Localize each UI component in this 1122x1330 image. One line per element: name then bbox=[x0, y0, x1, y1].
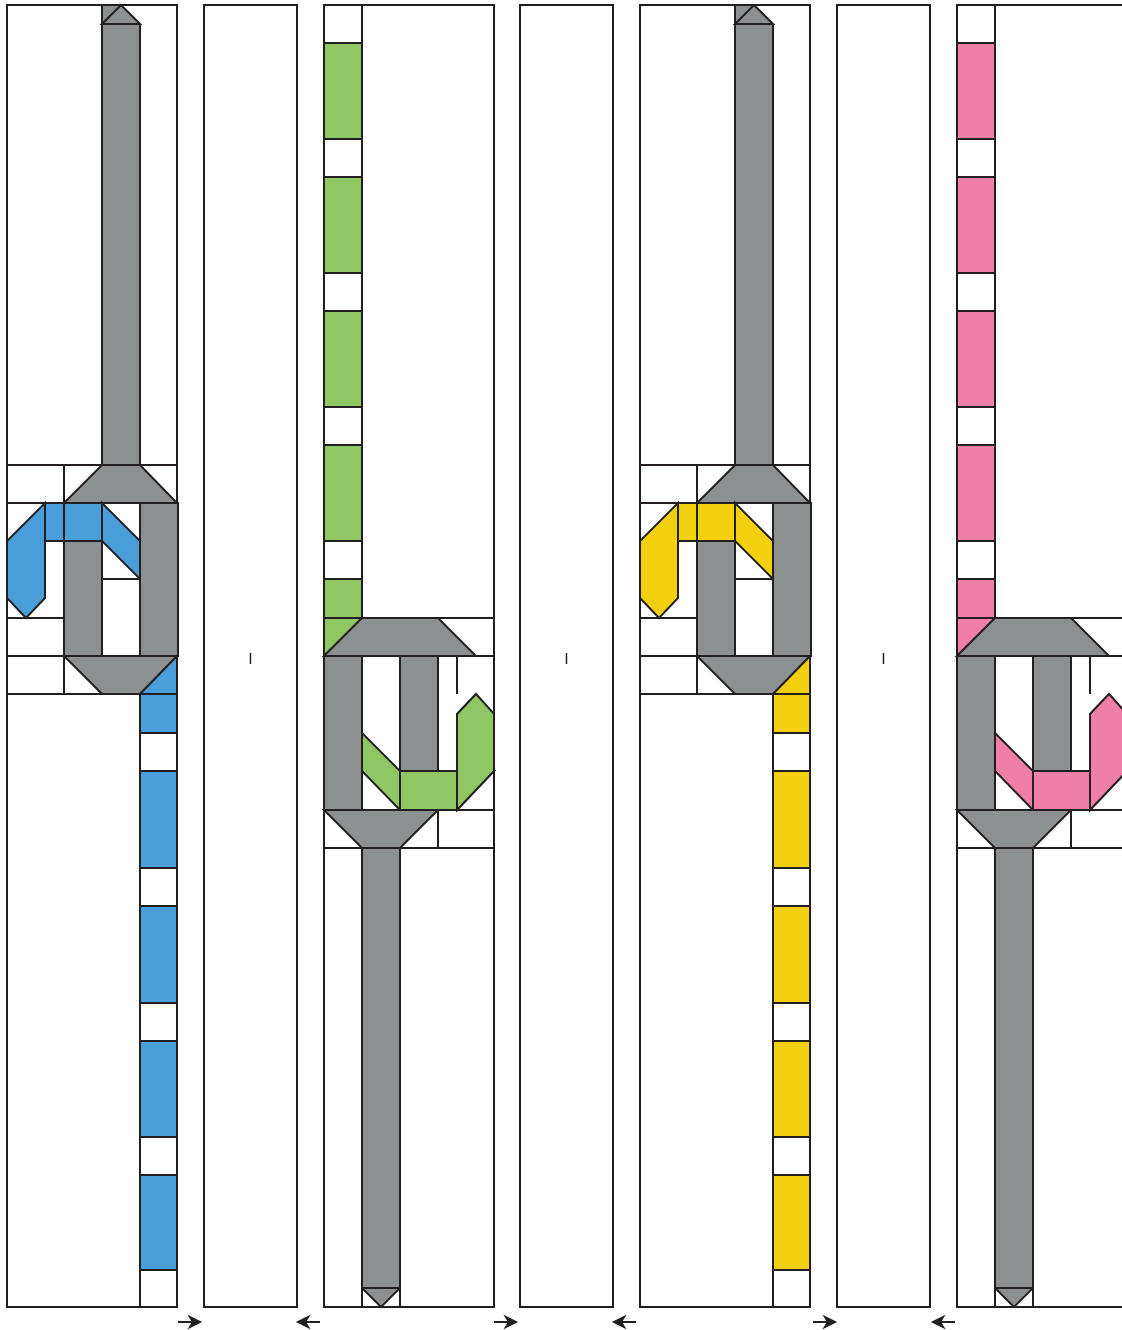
accent-piece bbox=[140, 694, 177, 733]
white-gap bbox=[957, 5, 995, 43]
accent-piece bbox=[324, 445, 362, 541]
white-gap bbox=[773, 733, 810, 771]
accent-piece bbox=[1033, 771, 1091, 810]
accent-piece bbox=[773, 906, 810, 1003]
white-gap bbox=[324, 139, 362, 177]
accent-piece bbox=[45, 503, 64, 541]
gray-leg bbox=[773, 503, 811, 656]
strip-3 bbox=[324, 5, 516, 1327]
strip-6: I bbox=[837, 5, 955, 1327]
strip-5 bbox=[640, 5, 835, 1327]
white-gap bbox=[773, 1003, 810, 1041]
accent-piece bbox=[773, 1175, 810, 1270]
gray-leg bbox=[957, 656, 995, 810]
accent-piece bbox=[324, 43, 362, 139]
accent-piece bbox=[957, 579, 995, 618]
white-gap bbox=[140, 1003, 177, 1041]
white-gap bbox=[957, 273, 995, 311]
strip-7 bbox=[957, 5, 1122, 1307]
gray-bar bbox=[362, 848, 400, 1307]
gray-bar bbox=[735, 5, 773, 465]
accent-piece bbox=[957, 43, 995, 139]
white-gap bbox=[957, 541, 995, 579]
strip-4: I bbox=[520, 5, 636, 1327]
white-gap bbox=[324, 541, 362, 579]
accent-piece bbox=[324, 579, 362, 618]
accent-piece bbox=[773, 694, 810, 733]
accent-piece bbox=[957, 445, 995, 541]
white-gap bbox=[957, 407, 995, 445]
accent-piece bbox=[324, 177, 362, 273]
gray-bar bbox=[995, 848, 1033, 1307]
gray-leg bbox=[400, 656, 438, 773]
white-gap bbox=[140, 733, 177, 771]
strip-2: I bbox=[204, 5, 320, 1327]
accent-piece bbox=[140, 1175, 177, 1270]
strip-1 bbox=[7, 5, 200, 1327]
white-gap bbox=[140, 868, 177, 906]
gray-leg bbox=[697, 541, 735, 656]
white-gap bbox=[140, 1137, 177, 1175]
sashing-label: I bbox=[248, 651, 252, 668]
gray-leg bbox=[140, 503, 178, 656]
accent-piece bbox=[324, 311, 362, 407]
white-gap bbox=[773, 868, 810, 906]
accent-piece bbox=[957, 311, 995, 407]
accent-piece bbox=[140, 906, 177, 1003]
white-gap bbox=[957, 139, 995, 177]
gray-leg bbox=[1033, 656, 1071, 773]
white-gap bbox=[773, 1137, 810, 1175]
gray-leg bbox=[324, 656, 362, 810]
sashing-label: I bbox=[881, 651, 885, 668]
white-gap bbox=[324, 5, 362, 43]
accent-piece bbox=[140, 1041, 177, 1137]
gray-bar bbox=[102, 5, 140, 465]
accent-piece bbox=[678, 503, 697, 541]
accent-piece bbox=[957, 177, 995, 273]
accent-piece bbox=[400, 771, 458, 810]
white-gap bbox=[324, 273, 362, 311]
white-gap bbox=[324, 407, 362, 445]
accent-piece bbox=[773, 1041, 810, 1137]
accent-piece bbox=[773, 771, 810, 868]
accent-piece bbox=[697, 503, 735, 541]
accent-piece bbox=[64, 503, 102, 541]
accent-piece bbox=[140, 771, 177, 868]
gray-leg bbox=[64, 541, 102, 656]
sashing-label: I bbox=[564, 651, 568, 668]
